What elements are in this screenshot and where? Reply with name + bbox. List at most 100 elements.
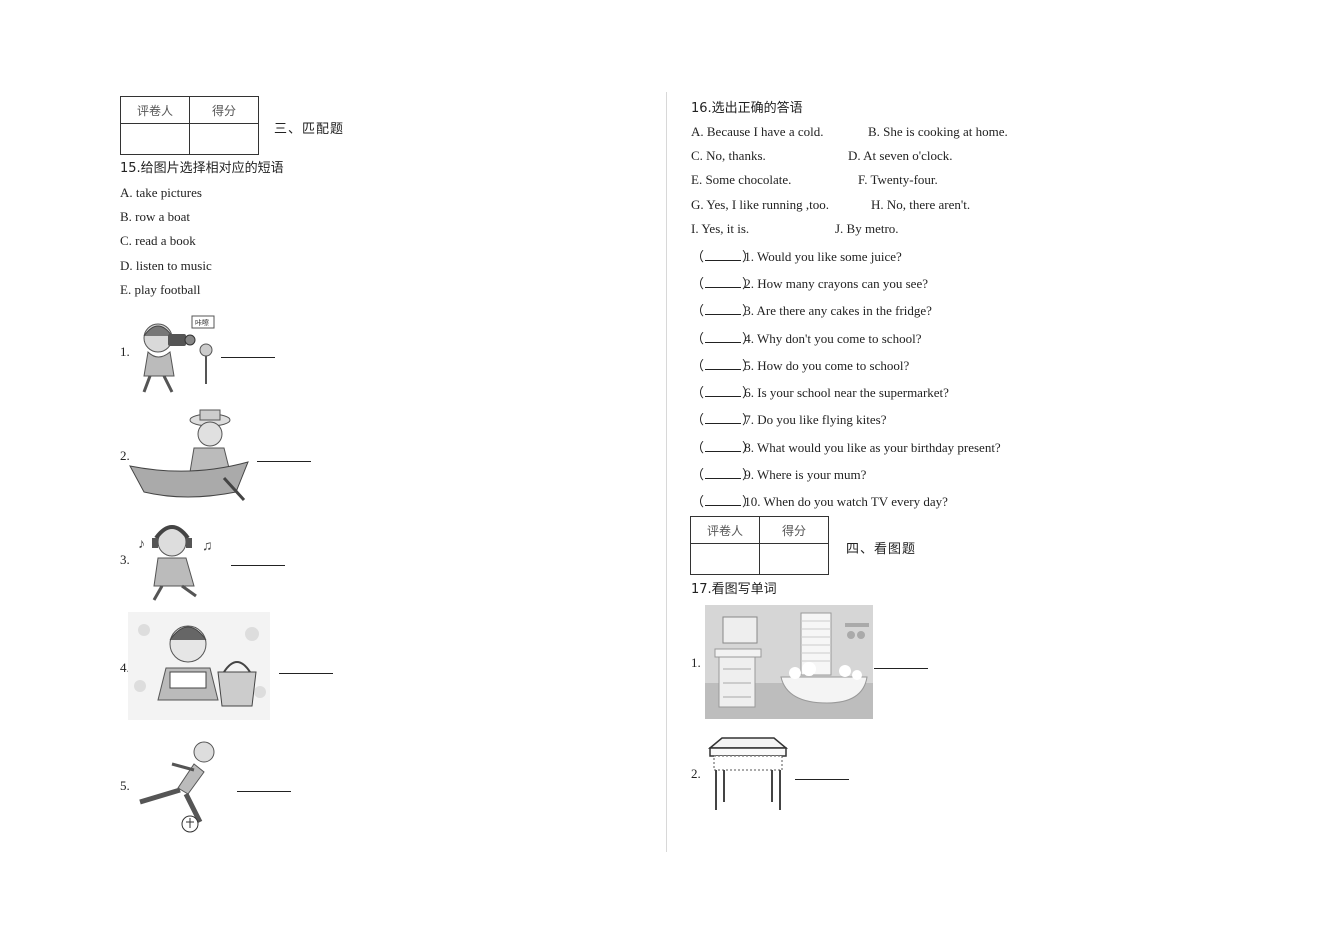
q16-answer-blank-2[interactable] [705,287,742,288]
q16-question-5: 5. How do you come to school? [744,358,910,373]
q16-question-row: （） 2. How many crayons can you see? [691,273,928,292]
q15-option-c: C. read a book [120,233,196,248]
bathroom-image [705,605,873,719]
paren-open: （ [691,358,705,373]
paren-close: ） [742,276,756,291]
paren-close: ） [742,385,756,400]
desk-image [706,734,790,814]
paren-close: ） [742,331,756,346]
q16-question-row: （ ） 4. Why don't you come to school? [691,328,921,347]
q17-item-2-number: 2. [691,766,701,781]
q15-item-3-number: 3. [120,552,130,567]
q16-question-4: 4. Why don't you come to school? [744,331,922,346]
q16-question-row: （ ） 8. What would you like as your birthd… [691,437,1001,456]
paren-open: （ [691,249,705,264]
score-label: 得分 [759,516,829,544]
q15-title: 15.给图片选择相对应的短语 [120,161,284,176]
q16-question-row: （） 9. Where is your mum? [691,464,866,483]
q15-item-2-number: 2. [120,448,130,463]
score-cell[interactable] [759,543,829,575]
q16-question-10: 10. When do you watch TV every day? [744,494,948,509]
football-boy-image [132,736,228,834]
paren-open: （ [691,331,705,346]
grader-label: 评卷人 [690,516,760,544]
q17-title: 17.看图写单词 [691,582,777,597]
grader-cell[interactable] [690,543,760,575]
q15-option-a: A. take pictures [120,185,202,200]
page-divider [666,92,667,852]
q16-question-row: （ ） 10. When do you watch TV every day? [691,491,948,510]
svg-text:♫: ♫ [202,539,213,554]
q16-question-8: 8. What would you like as your birthday … [744,440,1001,455]
q15-item-4-blank[interactable] [279,673,333,674]
section3-title: 三、匹配题 [274,122,345,137]
score-cell[interactable] [189,123,259,155]
svg-text:♪: ♪ [138,537,145,552]
q16-answer-blank-8[interactable] [705,451,742,452]
paren-open: （ [691,467,705,482]
q16-answer-blank-1[interactable] [705,260,742,261]
q16-option-a: A. Because I have a cold. [691,124,824,139]
paren-open: （ [691,303,705,318]
q16-answer-blank-9[interactable] [705,478,742,479]
paren-close: ） [742,494,756,509]
q16-answer-blank-10[interactable] [705,505,742,506]
q16-question-6: 6. Is your school near the supermarket? [744,385,949,400]
q15-item-5-blank[interactable] [237,791,291,792]
q16-option-c: C. No, thanks. [691,148,766,163]
speech-bubble-text: 咔嚓 [195,318,209,327]
music-boy-image: ♪ ♫ [136,520,218,604]
q16-option-b: B. She is cooking at home. [868,124,1008,139]
q16-option-h: H. No, there aren't. [871,197,971,212]
q16-answer-blank-6[interactable] [705,396,742,397]
q17-item-2-blank[interactable] [795,779,849,780]
score-box-left: 评卷人 得分 [120,96,259,155]
q15-item-3-blank[interactable] [231,565,285,566]
q16-option-g: G. Yes, I like running ,too. [691,197,829,212]
paren-open: （ [691,440,705,455]
paren-open: （ [691,494,705,509]
rowing-boy-image [128,408,252,504]
q16-title: 16.选出正确的答语 [691,101,803,116]
q16-answer-blank-3[interactable] [705,314,742,315]
q16-option-j: J. By metro. [835,221,899,236]
section4-title: 四、看图题 [846,542,917,557]
paren-close: ） [742,412,756,427]
q16-option-e: E. Some chocolate. [691,172,792,187]
q16-question-row: （） 7. Do you like flying kites? [691,409,887,428]
q16-option-f: F. Twenty-four. [858,172,938,187]
paren-close: ） [742,467,756,482]
reading-boy-image [128,612,270,720]
q15-item-2-blank[interactable] [257,461,311,462]
q15-item-5-number: 5. [120,778,130,793]
q16-answer-blank-4[interactable] [705,342,742,343]
q16-option-d: D. At seven o'clock. [848,148,953,163]
q15-option-b: B. row a boat [120,209,191,224]
score-label: 得分 [189,96,259,124]
paren-close: ） [742,440,756,455]
q15-option-e: E. play football [120,282,201,297]
q16-question-3: 3. Are there any cakes in the fridge? [744,303,932,318]
q16-question-2: 2. How many crayons can you see? [744,276,928,291]
paren-open: （ [691,385,705,400]
grader-label: 评卷人 [120,96,190,124]
q16-question-row: （ ） 1. Would you like some juice? [691,246,902,265]
q17-item-1-blank[interactable] [874,668,928,669]
q15-item-1-blank[interactable] [221,357,275,358]
q15-item-4-number: 4. [120,660,130,675]
q16-question-row: （ ） 6. Is your school near the supermarke… [691,382,949,401]
q16-question-1: 1. Would you like some juice? [744,249,902,264]
q16-answer-blank-5[interactable] [705,369,742,370]
paren-close: ） [742,303,756,318]
paren-close: ） [742,358,756,373]
q17-item-1-number: 1. [691,655,701,670]
q16-answer-blank-7[interactable] [705,423,742,424]
grader-cell[interactable] [120,123,190,155]
q15-option-d: D. listen to music [120,258,212,273]
q15-item-1-number: 1. [120,344,130,359]
camera-girl-image: 咔嚓 [130,312,222,398]
q16-option-i: I. Yes, it is. [691,221,750,236]
q16-question-row: （ ） 5. How do you come to school? [691,355,909,374]
q16-question-row: （ ） 3. Are there any cakes in the fridge? [691,300,932,319]
paren-close: ） [742,249,756,264]
